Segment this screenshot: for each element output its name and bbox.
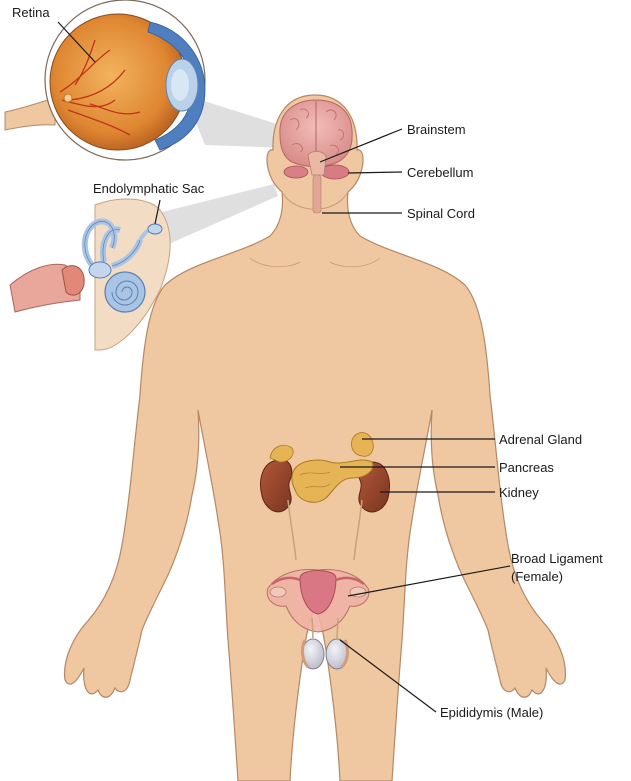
spinal-cord [313,175,321,213]
label-cerebellum: Cerebellum [407,165,473,180]
endolymphatic-sac [148,224,162,234]
label-broad-ligament-female: (Female) [511,569,563,584]
label-epididymis: Epididymis (Male) [440,705,543,720]
label-broad-ligament: Broad Ligament [511,551,603,566]
eye-inset [5,0,205,160]
label-adrenal-gland: Adrenal Gland [499,432,582,447]
adrenal-right [351,433,373,457]
inner-ear-inset [10,199,170,350]
label-brainstem: Brainstem [407,122,466,137]
label-endolymphatic-sac: Endolymphatic Sac [93,181,205,196]
label-spinal-cord: Spinal Cord [407,206,475,221]
label-kidney: Kidney [499,485,539,500]
label-retina: Retina [12,5,50,20]
label-pancreas: Pancreas [499,460,554,475]
kidney-left [261,460,292,512]
